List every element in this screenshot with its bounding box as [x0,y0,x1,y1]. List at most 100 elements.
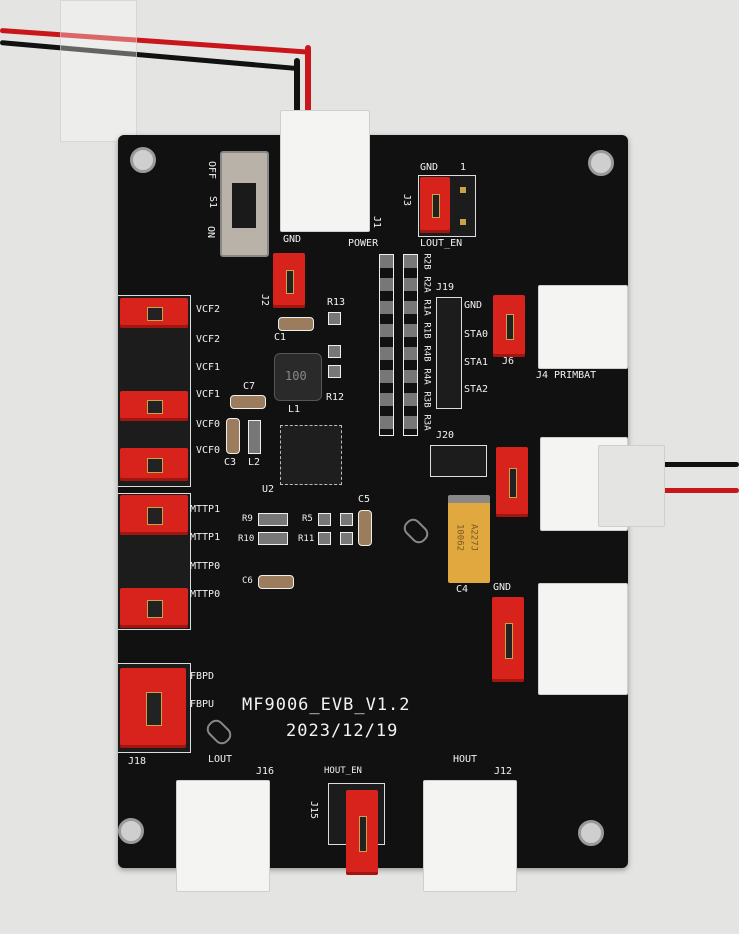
label-j2: J2 [259,293,271,307]
label-hout-en: HOUT_EN [324,766,362,776]
c1-capacitor [278,317,314,331]
red-wire-top [0,28,310,55]
label-mttp1: MTTP1 [190,532,221,543]
vcf0-jumper[interactable] [120,448,188,481]
black-wire-top [0,40,300,72]
l2-pad [248,420,261,454]
hout-connector[interactable] [423,780,517,892]
label-c1: C1 [274,332,287,343]
mount-hole [578,820,604,846]
j3-jumper[interactable] [420,177,450,233]
hout-en-jumper[interactable] [346,790,378,875]
label-j16: J16 [256,766,275,777]
power-switch[interactable] [220,151,269,257]
label-j20: J20 [436,430,455,441]
label-mttp0: MTTP0 [190,589,221,600]
label-sta0: STA0 [464,329,489,340]
label-c6: C6 [242,576,253,586]
label-j3: J3 [401,193,413,207]
label-c7: C7 [243,381,256,392]
j-sec-jumper[interactable] [496,447,528,517]
label-r9: R9 [242,514,253,524]
label-r10: R10 [238,534,255,544]
label-r5: R5 [302,514,313,524]
label-sta1: STA1 [464,357,489,368]
label-gnd-j1: GND [283,234,302,245]
oval-hole [400,515,432,547]
mount-hole [118,818,144,844]
r13-pad [328,312,341,325]
label-r2a: R2A [421,276,432,293]
mount-hole [588,150,614,176]
label-r4b: R4B [421,345,432,362]
oval-hole [203,716,235,748]
label-j4-primbat: J4 PRIMBAT [536,370,597,381]
r9-pad [258,513,288,526]
label-vcf0: VCF0 [196,445,221,456]
r10-pad [258,532,288,545]
bottom-right-jumper[interactable] [492,597,524,682]
label-off: OFF [206,160,218,180]
pin [460,187,466,193]
label-l1: L1 [288,404,301,415]
c4-marking: A227J [468,523,479,552]
label-j3-pin1: 1 [460,162,467,173]
label-r1b: R1B [421,322,432,339]
label-vcf0: VCF0 [196,419,221,430]
switch-knob[interactable] [232,183,256,228]
j2-jumper[interactable] [273,253,305,308]
label-fbpu: FBPU [190,699,215,710]
vcf2-jumper[interactable] [120,298,188,328]
label-on: ON [205,225,217,239]
label-r3a: R3A [421,414,432,431]
r11-pad [318,532,331,545]
label-vcf2: VCF2 [196,304,221,315]
label-s1: S1 [207,195,219,209]
label-r13: R13 [327,297,346,308]
c4-marking: 10062 [454,523,465,552]
fb-jumper[interactable] [120,668,186,748]
label-c3: C3 [224,457,237,468]
label-power: POWER [348,238,379,249]
label-j6: J6 [502,356,515,367]
board-date: 2023/12/19 [286,721,399,741]
label-r4a: R4A [421,368,432,385]
j6-jumper[interactable] [493,295,525,357]
label-r1a: R1A [421,299,432,316]
lout-connector[interactable] [176,780,270,892]
mttp1-jumper[interactable] [120,495,188,535]
l1-inductor: 100 [274,353,322,401]
r12-pad [328,345,341,358]
label-mttp0: MTTP0 [190,561,221,572]
resistor-pad-grid [379,252,420,437]
mttp0-jumper[interactable] [120,588,188,628]
label-fbpd: FBPD [190,671,215,682]
label-vcf2: VCF2 [196,334,221,345]
label-u2: U2 [262,484,275,495]
right-connector[interactable] [538,583,628,695]
secbat-plug[interactable] [598,445,665,527]
pcb-board: OFF S1 ON GND POWER J1 GND 1 J3 LOUT_EN … [118,110,665,892]
label-c4: C4 [456,584,469,595]
label-r3b: R3B [421,391,432,408]
label-mttp1: MTTP1 [190,504,221,515]
label-gnd-j19: GND [464,300,483,311]
label-l2: L2 [248,457,261,468]
vcf1-jumper[interactable] [120,391,188,421]
c3-capacitor [226,418,240,454]
tape [60,0,137,142]
r11-pad [340,532,353,545]
label-c5: C5 [358,494,371,505]
label-r12: R12 [326,392,345,403]
j4-primbat-connector[interactable] [538,285,628,369]
mount-hole [130,147,156,173]
label-j1: J1 [371,215,383,229]
label-j15: J15 [308,800,320,820]
label-lout: LOUT [208,754,233,765]
red-wire-right [660,488,739,493]
c6-capacitor [258,575,294,589]
label-j3-gnd: GND [420,162,439,173]
label-r11: R11 [298,534,315,544]
red-wire-bend [305,45,311,115]
j1-power-connector[interactable] [280,110,370,232]
